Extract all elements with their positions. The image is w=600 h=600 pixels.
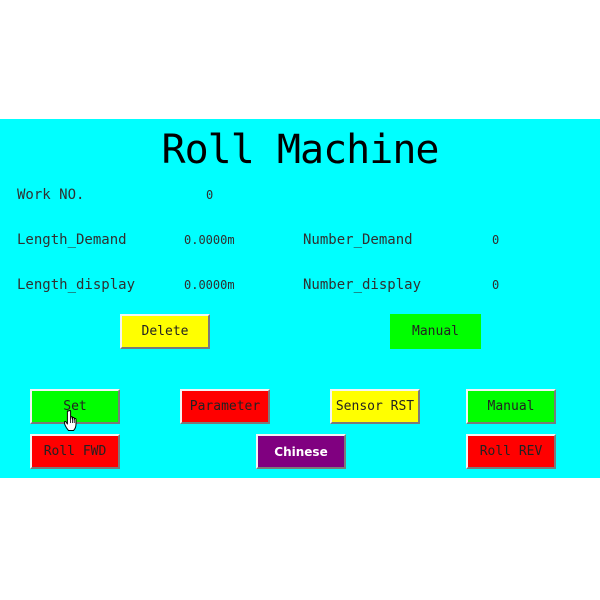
page-title: Roll Machine [161,127,440,173]
number-demand-value[interactable]: 0 [492,233,500,247]
length-demand-value[interactable]: 0.0000m [184,233,235,247]
length-display-value: 0.0000m [184,278,235,292]
number-demand-label: Number_Demand [303,232,413,248]
sensor-rst-button[interactable]: Sensor RST [330,389,420,424]
hand-pointer-icon [64,410,77,431]
roll-fwd-button[interactable]: Roll FWD [30,434,120,469]
manual-button[interactable]: Manual [466,389,556,424]
length-demand-label: Length_Demand [17,232,127,248]
number-display-label: Number_display [303,277,422,293]
set-button[interactable]: Set [30,389,120,424]
manual-mode-indicator[interactable]: Manual [390,314,481,349]
roll-rev-button[interactable]: Roll REV [466,434,556,469]
delete-button[interactable]: Delete [120,314,210,349]
parameter-button[interactable]: Parameter [180,389,270,424]
number-display-value: 0 [492,278,500,292]
work-no-value: 0 [206,188,214,202]
length-display-label: Length_display [17,277,136,293]
chinese-language-button[interactable]: Chinese [256,434,346,469]
work-no-label: Work NO. [17,187,85,203]
